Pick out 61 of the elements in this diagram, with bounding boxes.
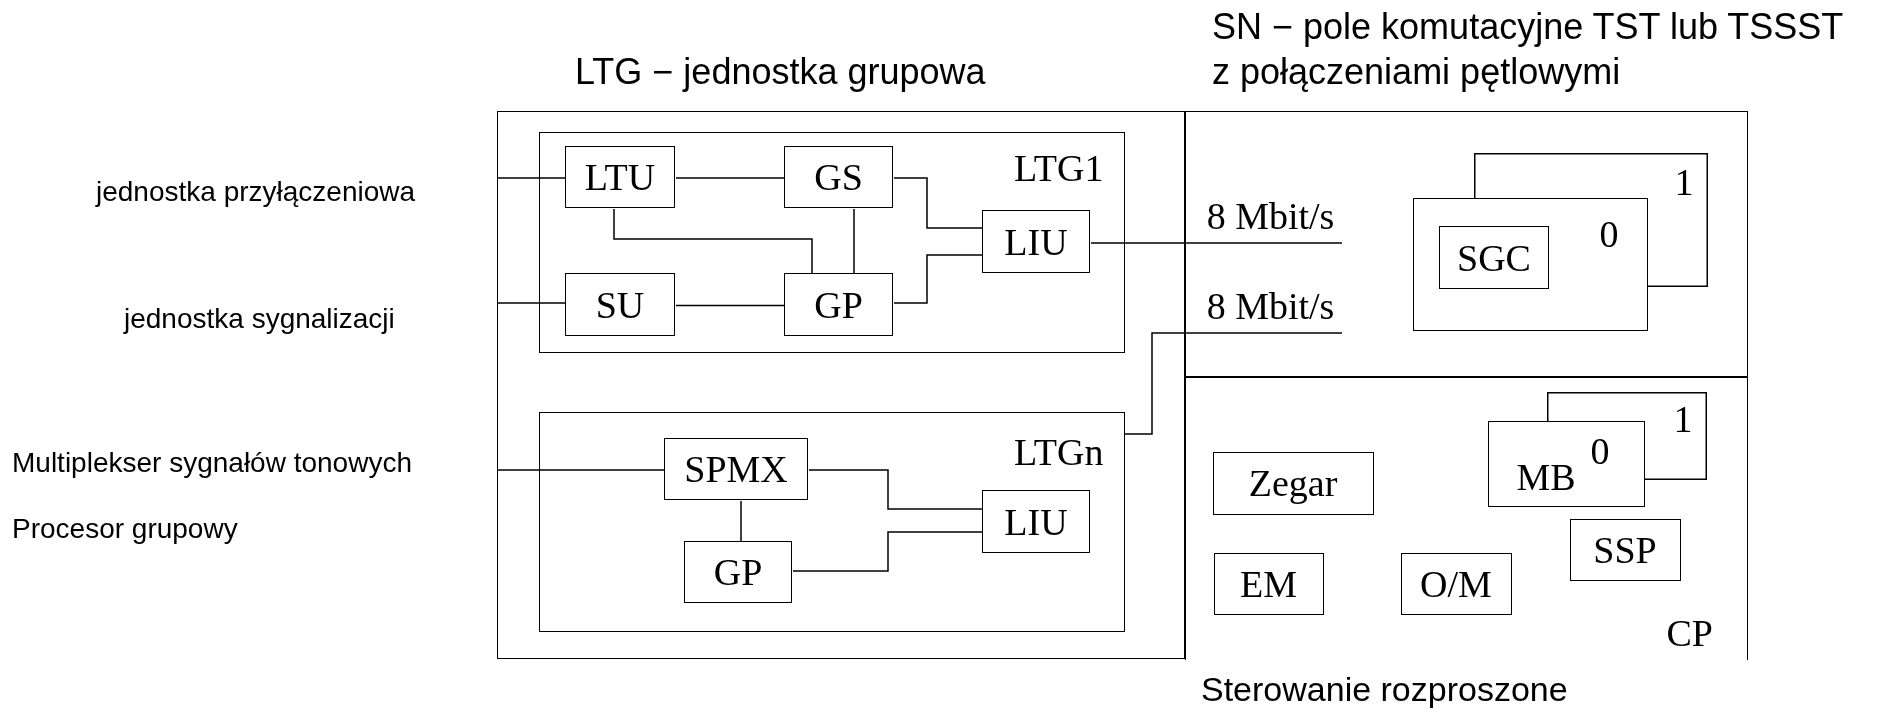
unit-label: EM [1240, 564, 1297, 603]
unit-box [1212, 451, 1374, 515]
unit-box [982, 210, 1090, 273]
copy-number: 0 [1590, 431, 1610, 470]
unit-box [565, 146, 675, 208]
connector-line [496, 177, 567, 179]
unit-label: GP [713, 553, 763, 591]
section-heading: SN − pole komutacyjne TST lub TSSST z połączeniami pętlowymi [1212, 5, 1844, 94]
side-note: Procesor grupowy [12, 513, 238, 546]
connector-line [792, 531, 984, 572]
unit-label: GP [814, 285, 863, 324]
unit-box [664, 438, 808, 500]
section-label: CP [1666, 614, 1713, 652]
unit-box [1400, 552, 1512, 615]
copy-number: 1 [1673, 399, 1693, 438]
unit-label: Zegar [1248, 464, 1338, 502]
unit-label: MB [1516, 457, 1576, 496]
copy-number: 0 [1599, 214, 1619, 253]
group-heading: LTG − jednostka grupowa [575, 54, 986, 90]
unit-label: SU [595, 285, 645, 324]
unit-label: LIU [1004, 222, 1068, 261]
connector-line [675, 177, 786, 179]
rate-label: 8 Mbit/s [1199, 284, 1342, 333]
unit-box [982, 490, 1090, 553]
stacked-card [1412, 197, 1648, 331]
connector-line [893, 177, 984, 229]
unit-label: LIU [1004, 502, 1068, 541]
section-caption: Sterowanie rozproszone [1201, 672, 1568, 706]
stacked-card [1487, 420, 1645, 507]
connector-line [1124, 332, 1343, 435]
unit-box [784, 146, 893, 208]
connector-line [893, 254, 984, 304]
group-label: LTGn [1014, 432, 1104, 471]
group-label: LTG1 [1014, 148, 1104, 187]
side-note: Multiplekser sygnałów tonowych [12, 447, 412, 480]
group-frame [538, 131, 1125, 353]
connector-line [496, 302, 567, 304]
connector-line [740, 500, 742, 543]
unit-label: LTU [584, 158, 656, 196]
unit-box [1213, 552, 1324, 615]
unit-label: GS [814, 158, 863, 196]
unit-box [784, 273, 893, 336]
unit-box [684, 541, 792, 603]
side-note: jednostka przyłączeniowa [96, 176, 416, 209]
connector-line [496, 469, 666, 471]
unit-box [565, 273, 675, 336]
group-frame [538, 411, 1125, 632]
connector-line [675, 304, 786, 307]
unit-box [1439, 226, 1549, 289]
connector-line [853, 208, 855, 275]
unit-label: SPMX [684, 450, 788, 488]
unit-box [1569, 518, 1681, 581]
connector-line [1090, 242, 1343, 244]
unit-label: SSP [1593, 530, 1657, 569]
rate-label: 8 Mbit/s [1199, 194, 1342, 243]
unit-label: O/M [1420, 564, 1492, 603]
unit-label: SGC [1457, 238, 1531, 277]
copy-number: 1 [1674, 162, 1694, 201]
side-note: jednostka sygnalizacji [124, 303, 395, 336]
connector-line [808, 469, 984, 510]
connector-line [613, 208, 813, 275]
